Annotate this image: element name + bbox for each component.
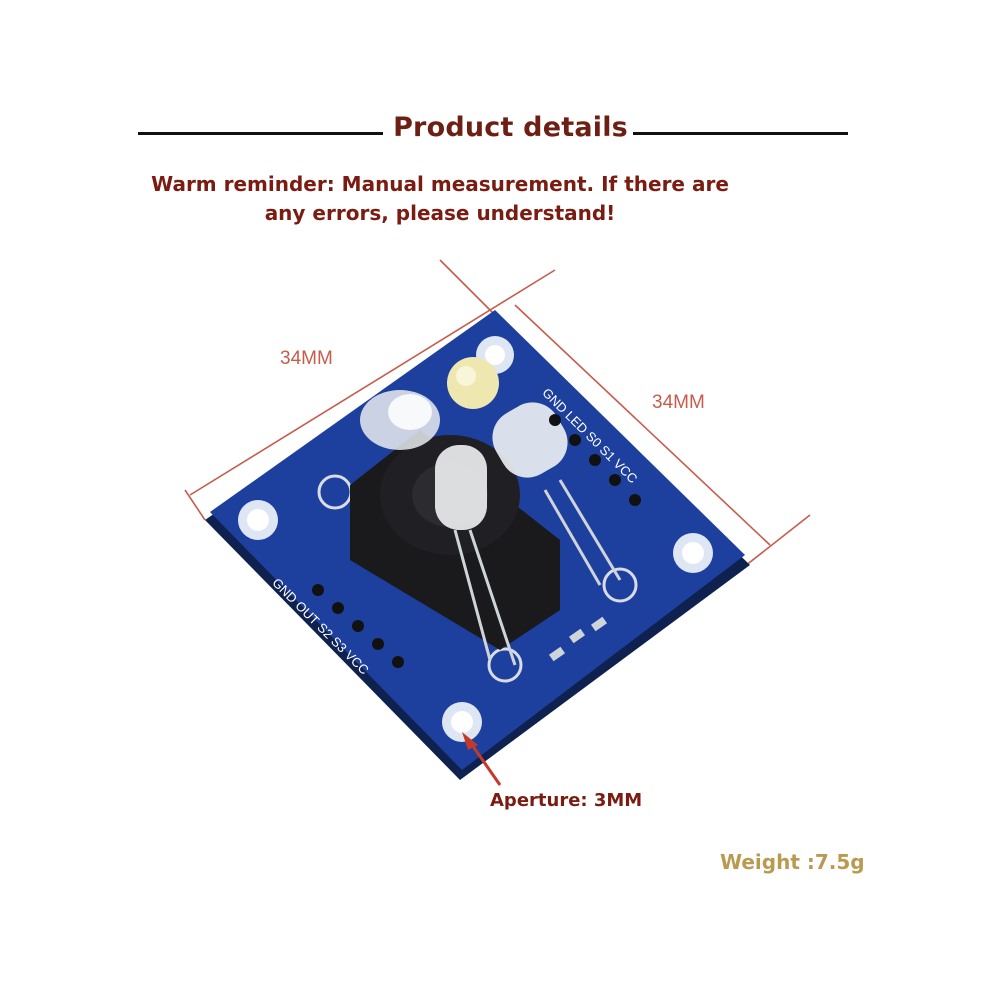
title-rule-right — [633, 132, 848, 135]
top-pin-header — [549, 414, 641, 506]
reminder-line-1: Warm reminder: Manual measurement. If th… — [151, 172, 729, 196]
led-clear-center — [435, 445, 517, 666]
smd-resistors — [548, 616, 608, 662]
aperture-label: Aperture: 3MM — [490, 790, 643, 811]
led-yellow — [447, 357, 499, 409]
warm-reminder: Warm reminder: Manual measurement. If th… — [120, 170, 760, 228]
weight-label: Weight :7.5g — [720, 850, 865, 874]
aperture-arrow — [462, 732, 502, 786]
dimension-width-label: 34MM — [280, 348, 333, 369]
reminder-line-2: any errors, please understand! — [264, 201, 616, 225]
led-clear-right — [492, 402, 622, 586]
bottom-pin-header — [312, 584, 404, 668]
title-rule-left — [138, 132, 383, 135]
page-title: Product details — [393, 112, 628, 143]
led-white-left — [360, 390, 440, 450]
dimension-height-label: 34MM — [652, 392, 705, 413]
dimension-lines — [184, 259, 811, 571]
title-banner: Product details — [138, 112, 848, 152]
